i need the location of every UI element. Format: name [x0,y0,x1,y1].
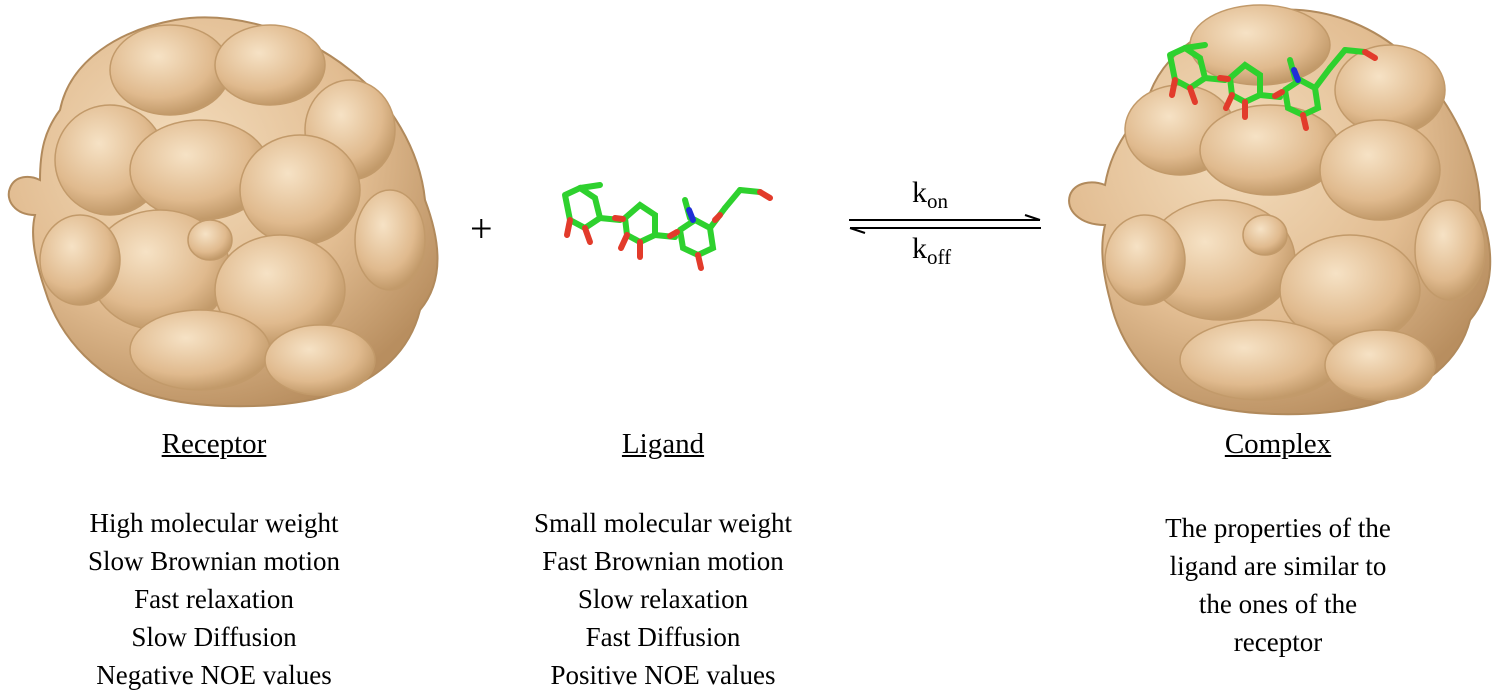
complex-property: the ones of the [1198,589,1358,619]
complex-properties: The properties of the ligand are similar… [1128,509,1428,661]
receptor-property: Slow Diffusion [131,622,297,652]
k-off-label: koff [912,232,952,269]
receptor-properties: High molecular weight Slow Brownian moti… [14,504,414,694]
ligand-property: Positive NOE values [550,660,776,690]
ligand-property: Small molecular weight [534,508,792,538]
ligand-property: Fast Brownian motion [542,546,784,576]
receptor-property: High molecular weight [89,508,339,538]
complex-property: ligand are similar to [1169,551,1387,581]
complex-property: The properties of the [1165,513,1391,543]
receptor-property: Negative NOE values [96,660,332,690]
complex-heading: Complex [1224,428,1332,460]
ligand-property: Fast Diffusion [585,622,741,652]
ligand-property: Slow relaxation [577,584,749,614]
complex-property: receptor [1233,627,1323,657]
plus-operator: + [470,206,493,251]
receptor-property: Fast relaxation [134,584,294,614]
k-on-label: kon [912,176,948,213]
ligand-heading: Ligand [621,428,705,460]
receptor-heading: Receptor [161,428,267,460]
receptor-protein-surface-icon [7,16,439,408]
receptor-property: Slow Brownian motion [87,546,340,576]
complex-protein-surface-icon [1068,4,1492,416]
ligand-molecule-icon [562,182,773,271]
ligand-properties: Small molecular weight Fast Brownian mot… [463,504,863,694]
equilibrium-arrows-icon [849,214,1041,234]
